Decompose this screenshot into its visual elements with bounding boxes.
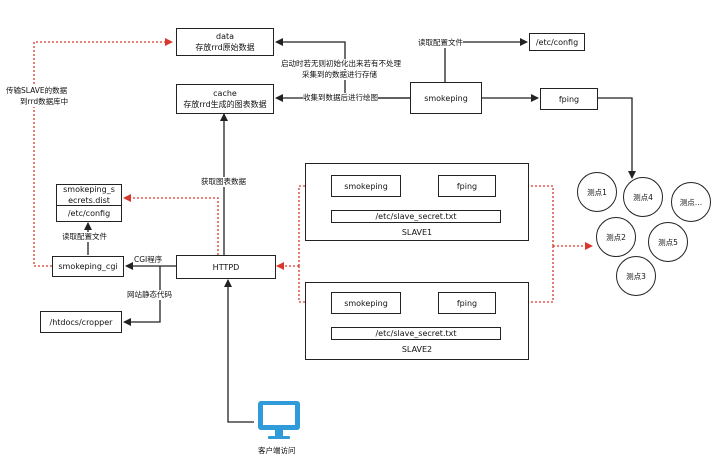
smokeping-node: smokeping bbox=[410, 82, 482, 114]
httpd-node: HTTPD bbox=[176, 255, 276, 279]
fping-node: fping bbox=[540, 88, 598, 110]
slave2-secret-label: /etc/slave_secret.txt bbox=[375, 329, 457, 338]
slave2-group: smokeping fping /etc/slave_secret.txt SL… bbox=[305, 282, 529, 360]
probe-4: 测点4 bbox=[623, 177, 663, 217]
slave1-label: SLAVE1 bbox=[401, 228, 433, 237]
edge-slave1-httpd bbox=[298, 185, 305, 266]
probe-more: 测点… bbox=[671, 182, 711, 222]
secrets-label: smokeping_s ecrets.dist bbox=[63, 185, 115, 205]
cache-node-desc: 存放rrd生成的图表数据 bbox=[183, 100, 267, 109]
label-fetch-chart: 获取图表数据 bbox=[201, 177, 246, 187]
slave2-fping-label: fping bbox=[456, 298, 478, 308]
probe-1: 测点1 bbox=[577, 172, 617, 212]
slave1-smokeping-node: smokeping bbox=[331, 175, 401, 197]
probe-3-label: 测点3 bbox=[626, 271, 646, 281]
slave2-secret-node: /etc/slave_secret.txt bbox=[331, 327, 501, 340]
edge-slave2-probes bbox=[495, 246, 554, 303]
probe-1-label: 测点1 bbox=[587, 187, 607, 197]
secrets-node: smokeping_s ecrets.dist bbox=[56, 184, 122, 206]
edge-slave2-httpd bbox=[298, 266, 305, 303]
label-collect: 收集到数据后进行绘图 bbox=[303, 93, 378, 103]
httpd-label: HTTPD bbox=[212, 262, 240, 272]
label-read-config-left: 读取配置文件 bbox=[62, 232, 107, 242]
etc-config-top-node: /etc/config bbox=[529, 33, 585, 51]
edge-transfer-slave-data bbox=[33, 38, 173, 267]
etc-config-top-label: /etc/config bbox=[535, 37, 579, 47]
label-init-line2: 采集到的数据进行存储 bbox=[302, 70, 377, 80]
cache-node-title: cache bbox=[213, 89, 237, 98]
fping-label: fping bbox=[558, 94, 580, 104]
slave1-secret-node: /etc/slave_secret.txt bbox=[331, 210, 501, 223]
smokeping-cgi-label: smokeping_cgi bbox=[58, 262, 118, 271]
htdocs-node: /htdocs/cropper bbox=[40, 311, 122, 333]
htdocs-label: /htdocs/cropper bbox=[49, 317, 113, 327]
label-init-line1: 启动时若无则初始化出来若有不处理 bbox=[281, 59, 401, 69]
probe-more-label: 测点… bbox=[679, 197, 703, 207]
monitor-icon bbox=[258, 401, 300, 439]
slave2-smokeping-label: smokeping bbox=[344, 298, 388, 308]
probe-5: 测点5 bbox=[648, 222, 688, 262]
probe-2: 测点2 bbox=[596, 217, 636, 257]
client-monitor bbox=[256, 399, 302, 443]
label-client: 客户端访问 bbox=[258, 446, 296, 456]
probe-2-label: 测点2 bbox=[606, 232, 626, 242]
slave1-smokeping-label: smokeping bbox=[344, 181, 388, 191]
slave1-fping-label: fping bbox=[456, 181, 478, 191]
cache-node: cache 存放rrd生成的图表数据 bbox=[176, 84, 274, 114]
slave1-group: smokeping fping /etc/slave_secret.txt SL… bbox=[305, 163, 529, 241]
label-static-code: 网站静态代码 bbox=[127, 290, 172, 300]
probe-5-label: 测点5 bbox=[658, 237, 678, 247]
slave2-label: SLAVE2 bbox=[401, 345, 433, 354]
edge-fping-probes bbox=[598, 97, 636, 179]
slave2-fping-node: fping bbox=[438, 292, 496, 314]
edge-smokeping-etc-config bbox=[444, 38, 528, 82]
smokeping-cgi-node: smokeping_cgi bbox=[52, 256, 124, 277]
etc-config-left-node: /etc/config bbox=[56, 205, 122, 222]
data-node-desc: 存放rrd原始数据 bbox=[195, 43, 255, 52]
data-node: data 存放rrd原始数据 bbox=[176, 28, 274, 56]
slave2-smokeping-node: smokeping bbox=[331, 292, 401, 314]
probe-3: 测点3 bbox=[616, 256, 656, 296]
label-cgi: CGI程序 bbox=[134, 255, 163, 265]
smokeping-label: smokeping bbox=[424, 93, 468, 103]
edge-httpd-htdocs bbox=[123, 266, 161, 326]
slave1-fping-node: fping bbox=[438, 175, 496, 197]
data-node-title: data bbox=[215, 32, 235, 41]
probe-4-label: 测点4 bbox=[633, 192, 653, 202]
slave1-secret-label: /etc/slave_secret.txt bbox=[375, 212, 457, 221]
label-transfer-line1: 传输SLAVE的数据 bbox=[6, 86, 68, 96]
label-transfer-line2: 到rrd数据库中 bbox=[20, 97, 69, 107]
edge-httpd-secrets bbox=[123, 194, 219, 255]
edge-slave1-probes bbox=[495, 185, 554, 246]
etc-config-left-label: /etc/config bbox=[67, 209, 111, 218]
label-read-config-top: 读取配置文件 bbox=[418, 38, 463, 48]
edge-client-httpd bbox=[224, 279, 254, 423]
